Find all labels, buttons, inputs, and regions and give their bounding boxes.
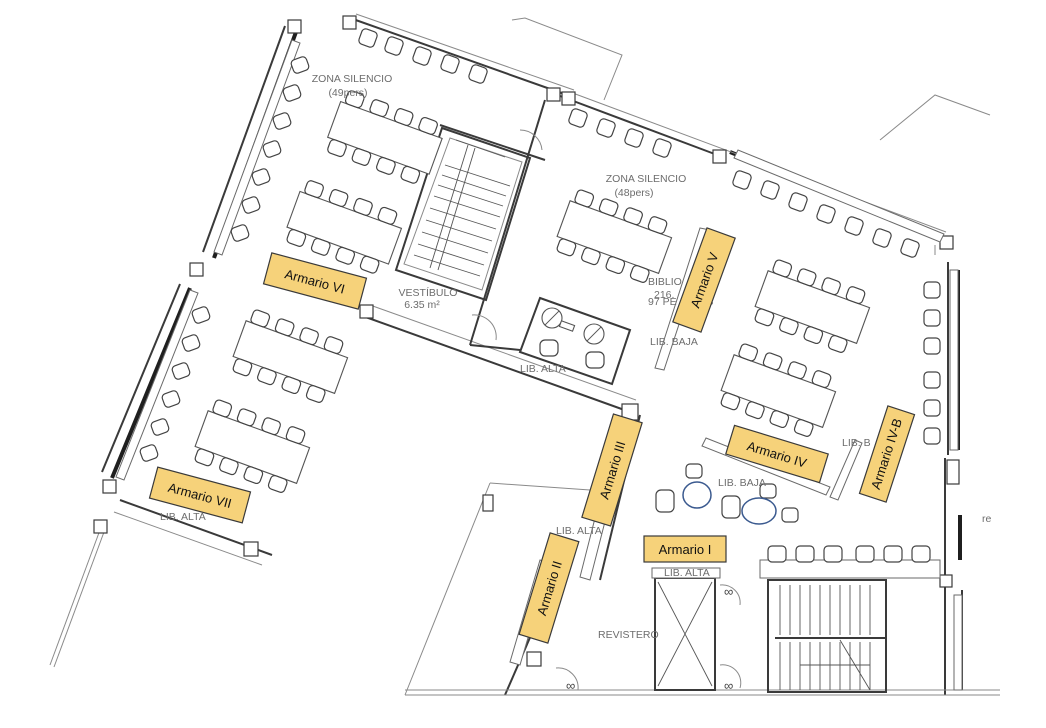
biblioteca-area: 216. [654, 289, 674, 301]
lib-alta-left-label: LIB. ALTA [160, 511, 206, 523]
infinity-marker: ∞ [724, 584, 733, 599]
lib-baja-3-label: LIB. B [842, 437, 871, 449]
lib-alta-center-label: LIB. ALTA [556, 525, 602, 537]
zona-silencio-1-title: ZONA SILENCIO [312, 73, 393, 85]
table-cluster-3 [232, 309, 349, 403]
revistero-label: REVISTERO [598, 629, 659, 641]
armario-v[interactable]: Armario V [672, 227, 736, 333]
table-cluster-1 [326, 90, 443, 184]
stairs-bottom-right [767, 579, 887, 693]
reception-desk [518, 296, 632, 386]
infinity-marker: ∞ [566, 678, 575, 693]
vestibulo-title: VESTÍBULO [399, 286, 458, 299]
chairs-bottom-row [767, 545, 931, 563]
pillars [93, 15, 960, 667]
infinity-marker: ∞ [724, 678, 733, 693]
zona-silencio-1-capacity: (49pers) [328, 87, 367, 99]
armario-ii[interactable]: Armario II [518, 532, 580, 644]
biblioteca-title: BIBLIO [648, 276, 682, 288]
table-cluster-2 [286, 180, 403, 274]
vestibulo-area: 6.35 m² [404, 299, 440, 311]
reading-chairs [655, 463, 799, 523]
armario-iv-b[interactable]: Armario IV-B [858, 405, 916, 503]
chairs-top-row [358, 28, 920, 258]
armario-i[interactable]: Armario I [643, 535, 727, 563]
chairs-right-wall [923, 281, 941, 445]
chairs-left-wall [139, 56, 310, 462]
lib-alta-bottom-label: LIB. ALTA [664, 567, 710, 579]
elevator-shaft [654, 577, 716, 691]
armario-vii[interactable]: Armario VII [148, 466, 252, 524]
armario-i-label: Armario I [659, 542, 712, 557]
lib-baja-2-label: LIB. BAJA [718, 477, 766, 489]
doors [471, 129, 742, 691]
lib-alta-mid-label: LIB. ALTA [520, 363, 566, 375]
stairs-central [394, 126, 532, 302]
armario-vi[interactable]: Armario VI [262, 252, 368, 310]
zona-silencio-2-title: ZONA SILENCIO [606, 173, 687, 185]
highlight-circle [741, 497, 777, 525]
table-cluster-6 [754, 259, 871, 353]
edge-text: re [982, 513, 991, 525]
table-cluster-4 [194, 399, 311, 493]
highlight-circle [682, 481, 712, 509]
armario-iii[interactable]: Armario III [581, 413, 643, 527]
zona-silencio-2-capacity: (48pers) [614, 187, 653, 199]
lib-baja-1-label: LIB. BAJA [650, 336, 698, 348]
table-cluster-7 [720, 343, 837, 437]
table-cluster-5 [556, 189, 673, 283]
